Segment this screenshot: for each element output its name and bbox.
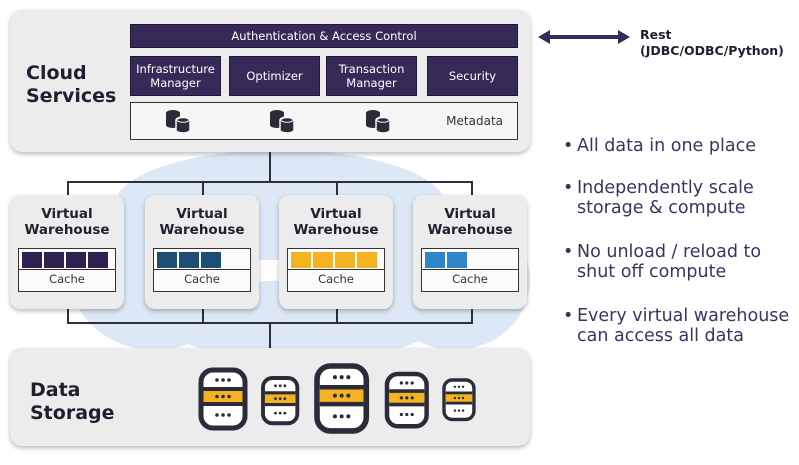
compute-node: [157, 252, 177, 268]
compute-node: [291, 252, 311, 268]
compute-node: [425, 252, 445, 268]
virtual-warehouse-3: Virtual Warehouse Cache: [279, 195, 393, 309]
bullet-text: Independently scale storage & compute: [577, 178, 754, 218]
compute-node: [88, 252, 108, 268]
cache-label: Cache: [184, 272, 220, 286]
bullet-text: No unload / reload to shut off compute: [577, 242, 762, 282]
cache-label: Cache: [452, 272, 488, 286]
warehouse-cells: [291, 252, 379, 268]
storage-database-icon: [261, 376, 300, 426]
warehouse-title: Virtual Warehouse: [427, 206, 513, 238]
cloud-services-title: Cloud Services: [26, 62, 117, 107]
compute-node: [22, 252, 42, 268]
warehouse-cells: [425, 252, 513, 268]
database-icon: [269, 109, 295, 134]
cache-label: Cache: [318, 272, 354, 286]
database-icon: [365, 109, 391, 134]
rest-label: Rest (JDBC/ODBC/Python): [640, 27, 784, 58]
bullet-text: All data in one place: [577, 136, 756, 156]
compute-node: [447, 252, 467, 268]
warehouse-compute-grid: Cache: [287, 248, 385, 292]
warehouse-cells: [157, 252, 245, 268]
compute-node: [179, 252, 199, 268]
cache-label: Cache: [49, 272, 85, 286]
compute-node: [491, 252, 511, 268]
cloud-services-panel: Cloud Services Authentication & Access C…: [10, 10, 530, 152]
storage-database-icon: [442, 378, 476, 422]
bullet-text: Every virtual warehouse can access all d…: [577, 306, 790, 346]
rest-arrow: [538, 29, 630, 45]
auth-access-control-box: Authentication & Access Control: [130, 24, 518, 48]
virtual-warehouse-2: Virtual Warehouse Cache: [145, 195, 259, 309]
storage-database-icon: [387, 374, 427, 426]
compute-node: [66, 252, 86, 268]
optimizer-box: Optimizer: [229, 56, 320, 96]
warehouse-compute-grid: Cache: [421, 248, 519, 292]
compute-node: [469, 252, 489, 268]
storage-database-icon: [317, 366, 366, 431]
warehouse-cells: [22, 252, 110, 268]
virtual-warehouse-1: Virtual Warehouse Cache: [10, 195, 124, 309]
transaction-manager-box: Transaction Manager: [326, 56, 417, 96]
compute-node: [223, 252, 243, 268]
compute-node: [201, 252, 221, 268]
infrastructure-manager-box: Infrastructure Manager: [130, 56, 221, 96]
warehouse-compute-grid: Cache: [153, 248, 251, 292]
storage-database-icon: [201, 370, 245, 428]
metadata-box: Metadata: [130, 102, 518, 140]
warehouse-compute-grid: Cache: [18, 248, 116, 292]
storage-database-icons: [10, 348, 476, 446]
metadata-label: Metadata: [446, 114, 503, 128]
database-icon: [165, 109, 191, 134]
virtual-warehouse-4: Virtual Warehouse Cache: [413, 195, 527, 309]
security-box: Security: [427, 56, 518, 96]
compute-node: [44, 252, 64, 268]
warehouse-title: Virtual Warehouse: [24, 206, 110, 238]
warehouse-title: Virtual Warehouse: [293, 206, 379, 238]
warehouse-title: Virtual Warehouse: [159, 206, 245, 238]
compute-node: [357, 252, 377, 268]
data-storage-title: Data Storage: [30, 379, 115, 424]
compute-node: [335, 252, 355, 268]
compute-node: [313, 252, 333, 268]
data-storage-panel: Data Storage: [10, 348, 530, 446]
